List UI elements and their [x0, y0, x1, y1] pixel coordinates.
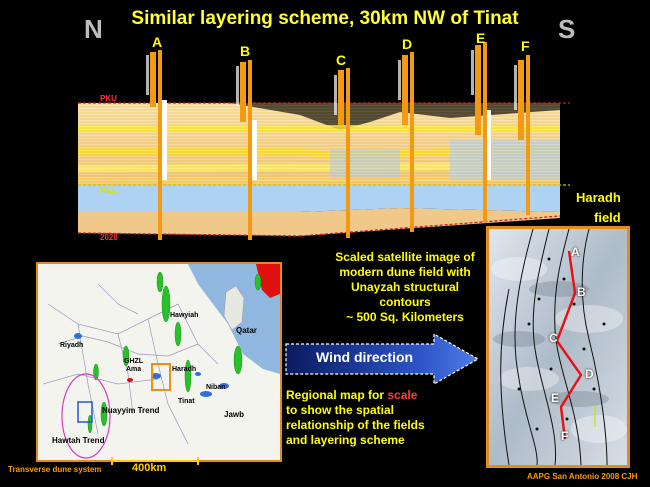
well-label-f: F [521, 38, 530, 54]
hawtah-ellipse [61, 373, 111, 459]
page-title: Similar layering scheme, 30km NW of Tina… [131, 8, 519, 29]
regional-caption-prefix: Regional map for [286, 388, 388, 402]
oil-field-blobs [87, 271, 262, 434]
sat-label-f: F [561, 429, 569, 443]
nuayyim-box [77, 401, 93, 423]
map-label-riyadh: Riyadh [60, 342, 84, 349]
regional-caption-line3: relationship of the fields [286, 418, 425, 432]
well-label-d: D [402, 36, 413, 52]
well-dots [517, 257, 606, 431]
satellite-graphic [489, 229, 627, 465]
mel-layer [78, 185, 560, 212]
wind-direction-label: Wind direction [316, 349, 414, 365]
map-label-ama: Ama [126, 366, 142, 373]
traverse-line [555, 250, 583, 440]
scale-bar [111, 457, 199, 465]
satellite-image: A B C D E F [486, 226, 630, 468]
well-label-c: C [336, 52, 347, 68]
map-label-haradh: Haradh [172, 366, 197, 373]
haradh-box [151, 363, 171, 391]
compass-north: N [84, 14, 103, 44]
map-label-qatar: Qatar [236, 326, 257, 335]
regional-map-graphic [38, 264, 280, 460]
well-label-b: B [240, 43, 251, 59]
satellite-caption-line: modern dune field with [339, 265, 471, 279]
satellite-caption-line: contours [379, 295, 431, 309]
sat-label-b: B [577, 285, 586, 299]
sat-label-e: E [551, 391, 560, 405]
regional-map: Riyadh Hawyiah Qatar GHZL Ama Haradh Nib… [36, 262, 282, 462]
blue-field-blobs [74, 333, 229, 397]
cross-section [77, 42, 570, 240]
regional-caption-highlight: scale [387, 388, 418, 402]
field-label-line1: Haradh [576, 190, 621, 205]
horizon-label-base: 2028 [100, 233, 118, 242]
horizon-label-pku: PKU [100, 94, 117, 103]
map-label-jawb: Jawb [224, 410, 245, 419]
map-label-ghzl: GHZL [124, 358, 144, 365]
regional-caption-line1: Regional map for scale [286, 388, 486, 403]
regional-caption-line2: to show the spatial [286, 403, 395, 417]
lower-layer [78, 208, 560, 236]
regional-caption-line4: and layering scheme [286, 433, 405, 447]
satellite-caption-line: Scaled satellite image of [335, 250, 475, 264]
map-label-tinat: Tinat [178, 398, 195, 405]
map-label-hawyiah: Hawyiah [170, 312, 199, 319]
sat-label-c: C [549, 331, 558, 345]
footer-left: Transverse dune system [8, 465, 102, 474]
field-label-line2: field [594, 210, 621, 225]
well-logs [146, 42, 530, 240]
well-label-e: E [476, 30, 486, 46]
map-label-hawtah: Hawtah Trend [52, 436, 105, 445]
regional-caption: Regional map for scale to show the spati… [286, 388, 486, 448]
satellite-caption-line: Unayzah structural [350, 280, 460, 294]
base-horizon [77, 232, 301, 237]
satellite-caption: Scaled satellite image of modern dune fi… [320, 250, 490, 325]
map-label-niban: Niban [206, 384, 226, 391]
sat-label-a: A [571, 245, 580, 259]
satellite-caption-line: ~ 500 Sq. Kilometers [346, 310, 464, 324]
well-label-a: A [152, 34, 163, 50]
structural-contours [500, 229, 608, 465]
horizon-label-mel: MEL [100, 186, 117, 195]
wind-arrow [285, 332, 480, 386]
map-label-nuayyim: Nuayyim Trend [102, 406, 160, 415]
sat-label-d: D [585, 367, 594, 381]
compass-south: S [558, 14, 576, 44]
scale-label: 400km [132, 462, 167, 474]
footer-right: AAPG San Antonio 2008 CJH [527, 472, 638, 481]
